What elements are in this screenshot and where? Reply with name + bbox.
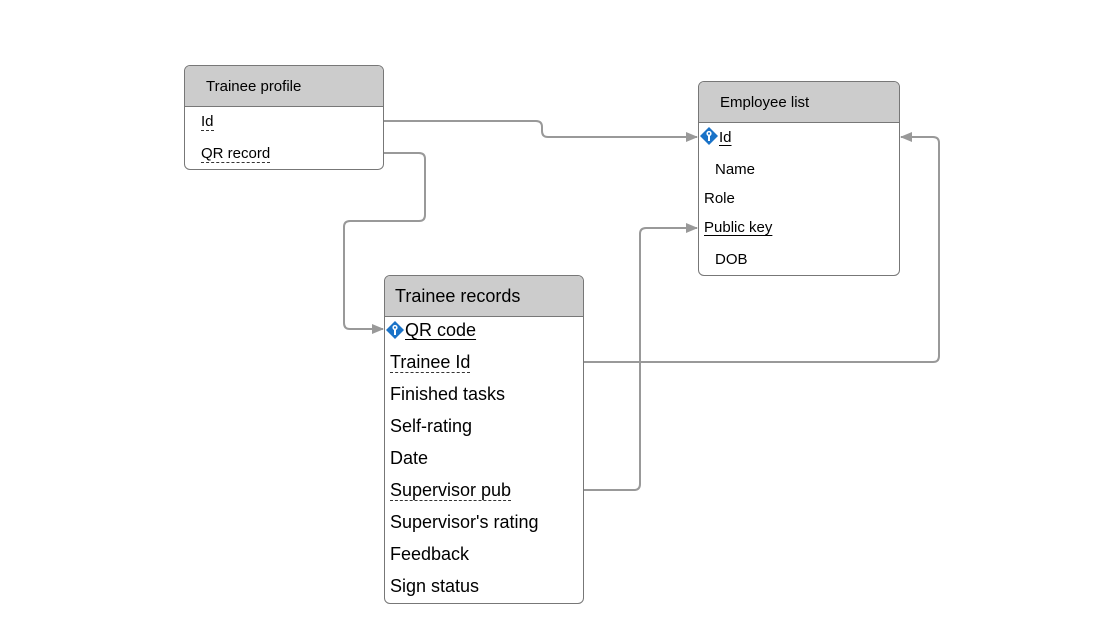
table-header: Employee list (699, 82, 899, 123)
field-dob[interactable]: DOB (715, 251, 748, 268)
field-sign-status[interactable]: Sign status (390, 576, 480, 596)
connector-records-traineeid-to-employee-id[interactable] (584, 132, 940, 363)
field-finished-tasks[interactable]: Finished tasks (390, 384, 506, 404)
field-feedback[interactable]: Feedback (390, 544, 470, 564)
primary-key-icon (386, 321, 404, 339)
table-trainee-records[interactable]: Trainee records QR code Trainee Id Finis… (384, 275, 584, 604)
field-name[interactable]: Name (715, 161, 756, 178)
table-title: Employee list (720, 93, 810, 111)
field-public-key[interactable]: Public key (704, 219, 773, 236)
connector-profile-id-to-employee-id[interactable] (384, 120, 698, 142)
field-role[interactable]: Role (704, 190, 735, 207)
field-trainee-id[interactable]: Trainee Id (390, 352, 471, 373)
field-supervisor-pub[interactable]: Supervisor pub (390, 480, 512, 501)
field-id[interactable]: Id (719, 129, 732, 146)
table-employee-list[interactable]: Employee list Id Name Role Public key DO… (698, 81, 900, 276)
field-date[interactable]: Date (390, 448, 429, 468)
primary-key-icon (700, 127, 718, 145)
table-header: Trainee records (385, 276, 583, 317)
connector-records-supervisorpub-to-employee-publickey[interactable] (584, 223, 698, 491)
table-title: Trainee records (395, 285, 521, 306)
field-qr-record[interactable]: QR record (201, 145, 271, 163)
table-header: Trainee profile (185, 66, 383, 107)
field-id[interactable]: Id (201, 113, 214, 131)
table-title: Trainee profile (206, 77, 302, 95)
field-supervisors-rating[interactable]: Supervisor's rating (390, 512, 539, 532)
field-self-rating[interactable]: Self-rating (390, 416, 473, 436)
field-qr-code[interactable]: QR code (405, 320, 477, 340)
table-trainee-profile[interactable]: Trainee profile Id QR record (184, 65, 384, 170)
connector-profile-qr-to-records-qr[interactable] (343, 152, 426, 334)
